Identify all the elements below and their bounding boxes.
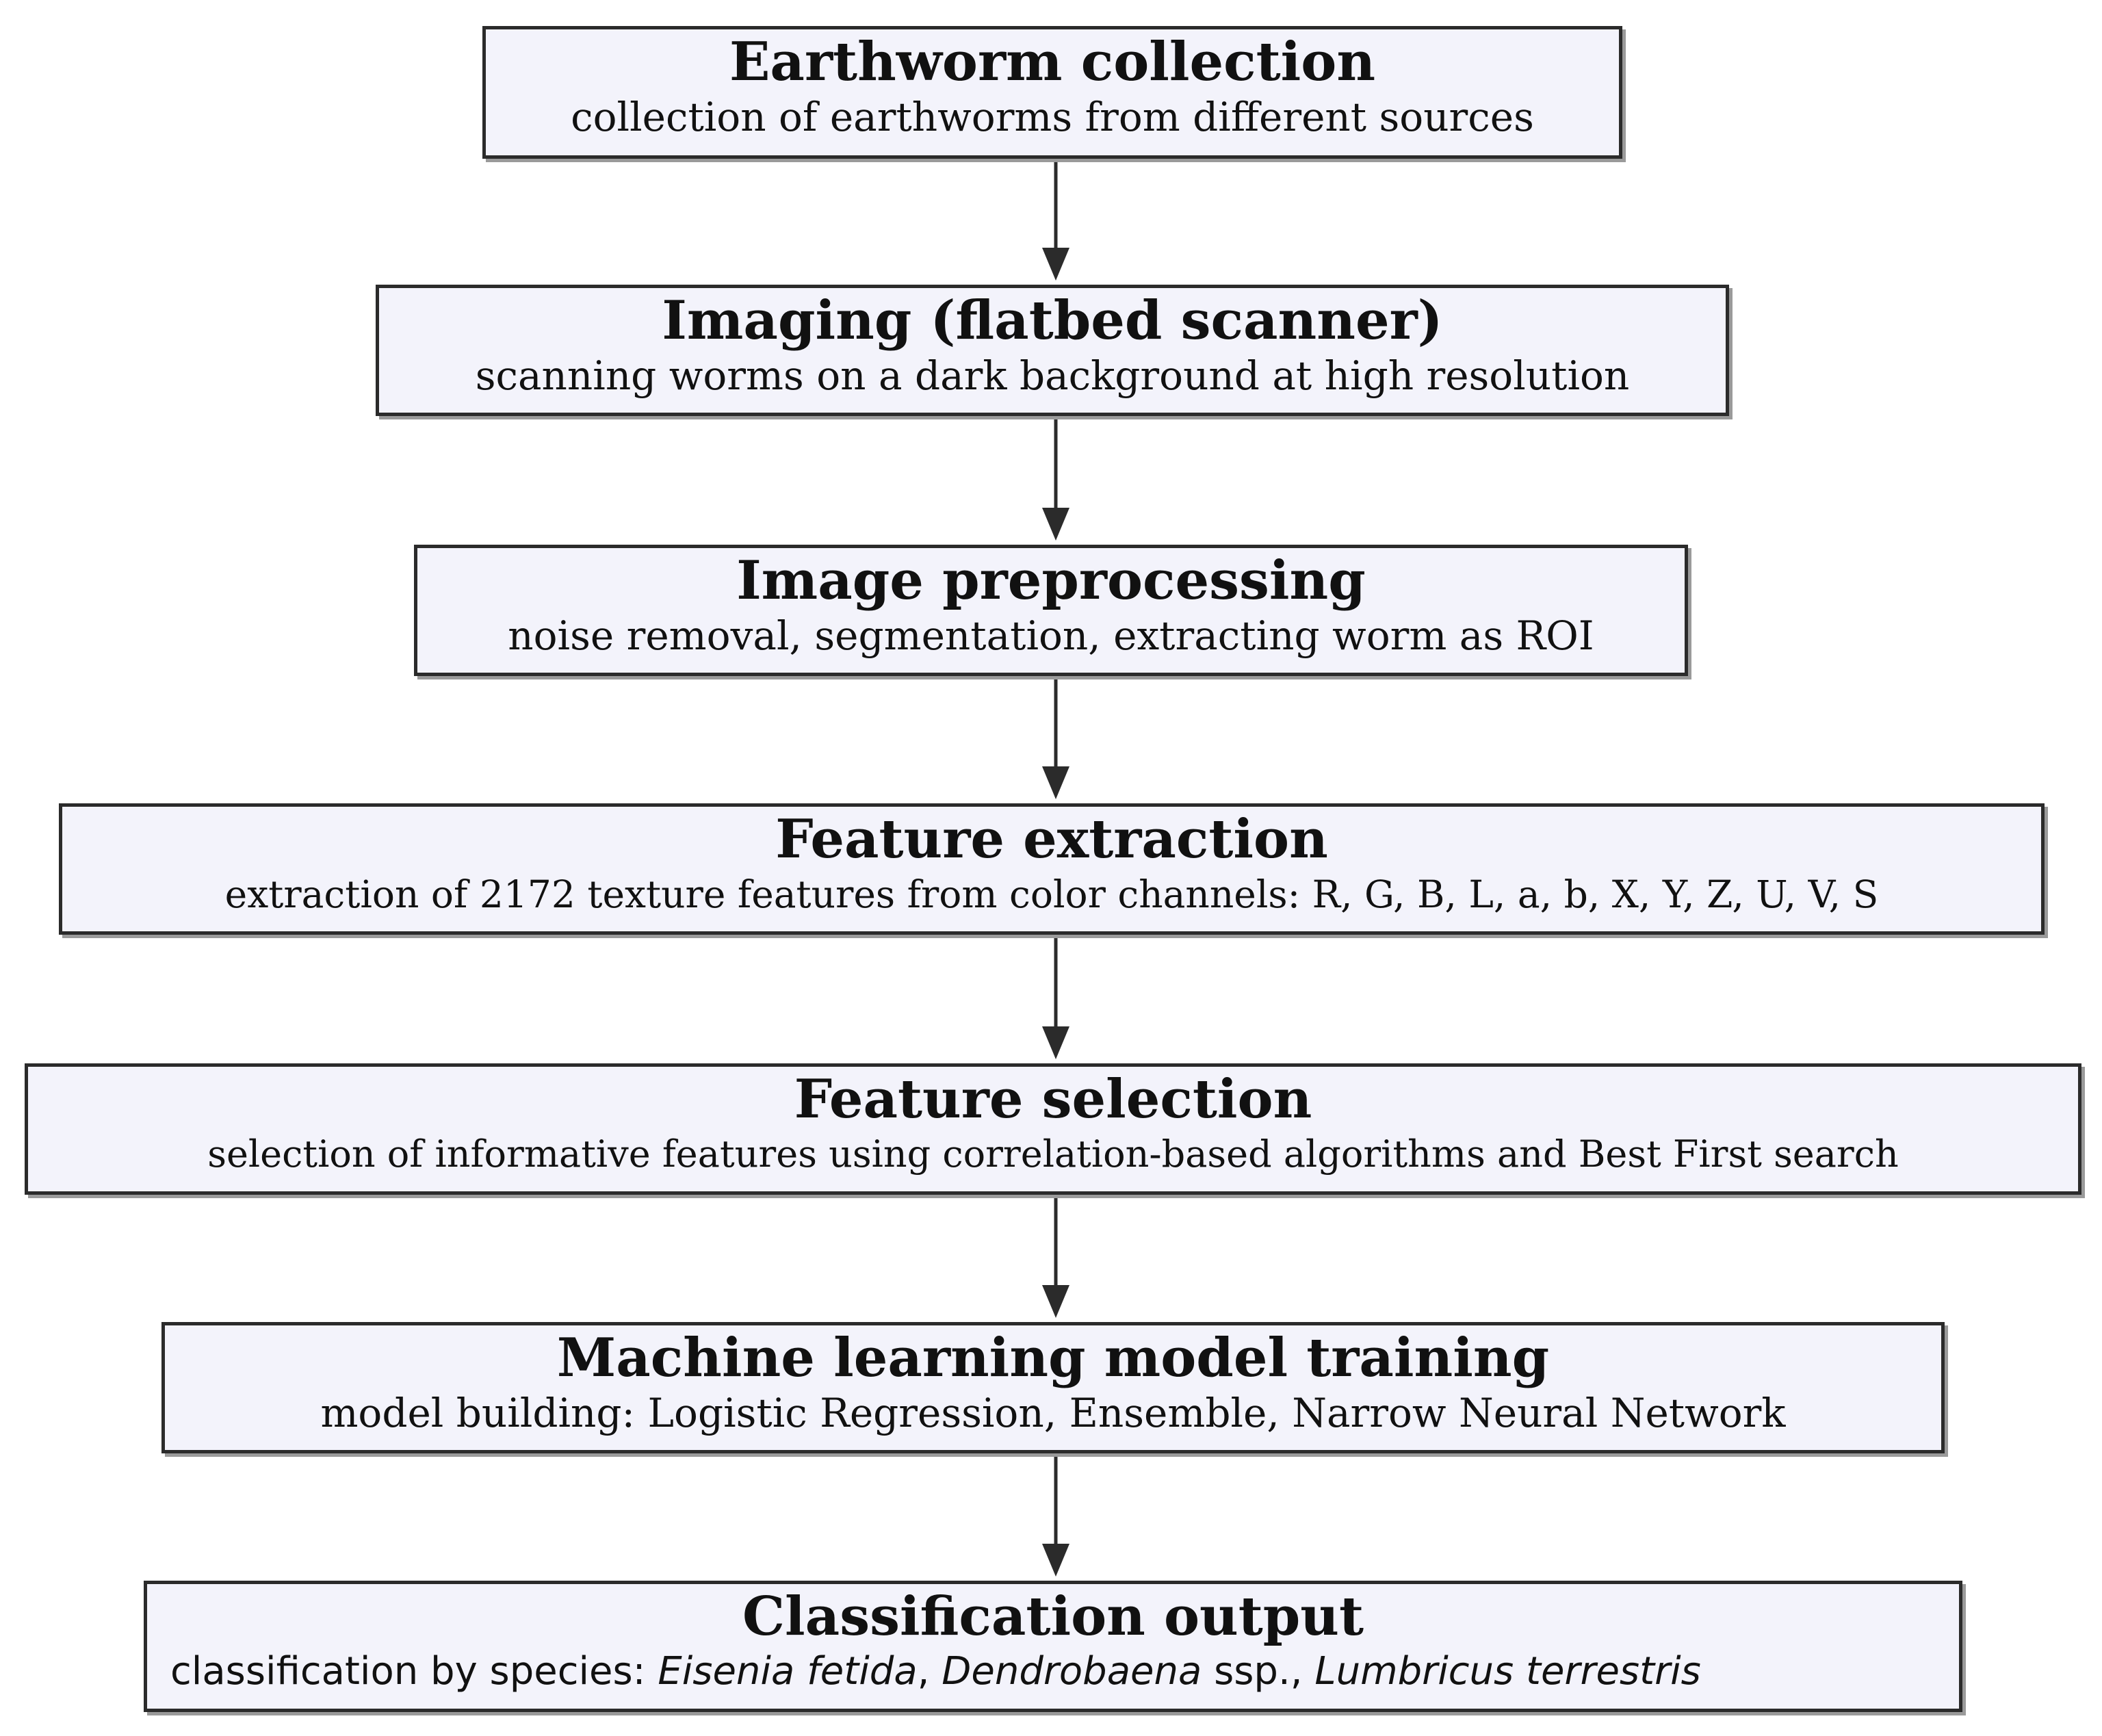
classification-prefix: classification by species: xyxy=(170,1649,658,1694)
species-suffix: ssp. xyxy=(1202,1649,1290,1694)
step-classification-output: Classification output classification by … xyxy=(144,1581,1962,1712)
step-feature-extraction: Feature extraction extraction of 2172 te… xyxy=(59,803,2045,935)
arrowhead-2-3 xyxy=(1042,508,1069,541)
step-title: Machine learning model training xyxy=(556,1327,1550,1389)
step-title: Image preprocessing xyxy=(736,549,1366,612)
step-title: Imaging (flatbed scanner) xyxy=(662,289,1443,352)
step-title: Feature extraction xyxy=(775,808,1328,870)
step-earthworm-collection: Earthworm collection collection of earth… xyxy=(482,26,1622,159)
step-description: selection of informative features using … xyxy=(207,1132,1899,1176)
species-lumbricus-terrestris: Lumbricus terrestris xyxy=(1314,1649,1701,1694)
step-model-training: Machine learning model training model bu… xyxy=(161,1322,1945,1453)
step-imaging: Imaging (flatbed scanner) scanning worms… xyxy=(376,285,1729,416)
step-description: scanning worms on a dark background at h… xyxy=(475,352,1630,399)
arrowhead-6-7 xyxy=(1042,1544,1069,1577)
arrowhead-4-5 xyxy=(1042,1026,1069,1059)
step-description: noise removal, segmentation, extracting … xyxy=(508,612,1594,659)
step-title: Classification output xyxy=(742,1585,1364,1648)
step-description: extraction of 2172 texture features from… xyxy=(224,872,1879,916)
species-separator: , xyxy=(917,1649,942,1694)
step-description: model building: Logistic Regression, Ens… xyxy=(320,1390,1786,1436)
step-description: classification by species: Eisenia fetid… xyxy=(147,1646,1959,1698)
arrowhead-1-2 xyxy=(1042,248,1069,281)
arrowhead-3-4 xyxy=(1042,766,1069,799)
species-separator: , xyxy=(1290,1649,1315,1694)
step-feature-selection: Feature selection selection of informati… xyxy=(25,1063,2081,1195)
arrowhead-5-6 xyxy=(1042,1285,1069,1318)
step-title: Feature selection xyxy=(794,1068,1312,1130)
species-eisenia-fetida: Eisenia fetida xyxy=(658,1649,918,1694)
step-description: collection of earthworms from different … xyxy=(571,94,1534,140)
step-title: Earthworm collection xyxy=(729,31,1376,93)
step-image-preprocessing: Image preprocessing noise removal, segme… xyxy=(414,545,1688,676)
species-dendrobaena: Dendrobaena xyxy=(942,1649,1202,1694)
